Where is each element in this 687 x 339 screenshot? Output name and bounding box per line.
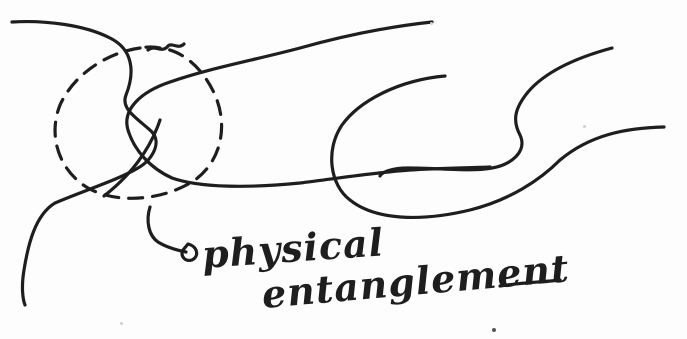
- strand-1: [12, 22, 156, 305]
- label-arrow-line: [148, 207, 186, 252]
- paper-speck: [430, 22, 433, 25]
- dashed-circle-scribble: [148, 44, 184, 50]
- strand-3-loop: [332, 76, 664, 217]
- strand-3: [380, 48, 612, 176]
- dashed-region-circle: [55, 47, 222, 198]
- paper-speck: [583, 125, 586, 128]
- paper-speck: [492, 328, 496, 332]
- paper-speck: [120, 322, 123, 325]
